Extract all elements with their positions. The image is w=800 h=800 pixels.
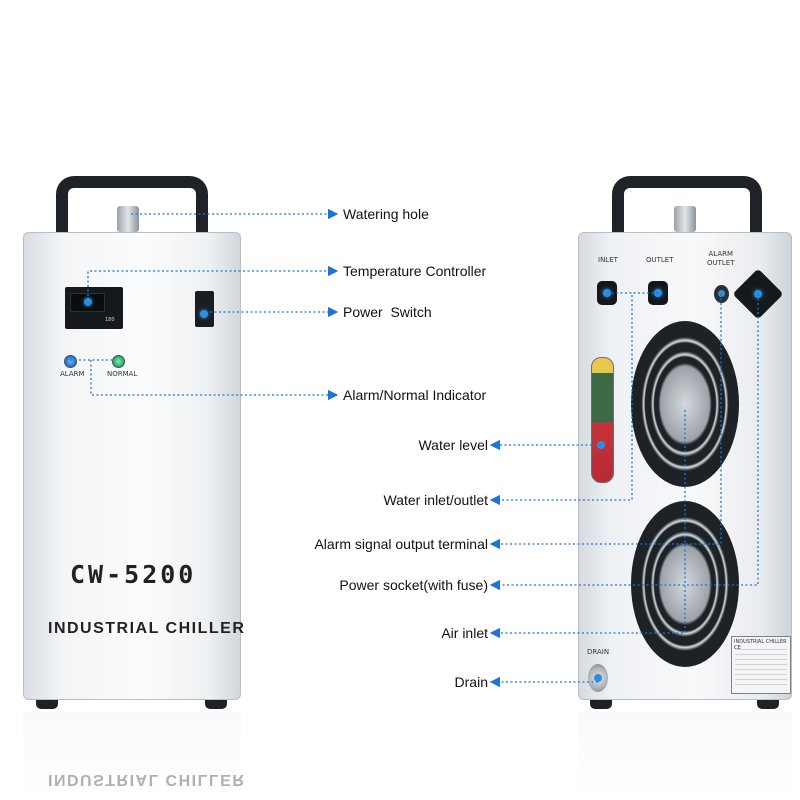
product-name: INDUSTRIAL CHILLER: [48, 620, 246, 637]
model-name: CW-5200: [70, 560, 197, 589]
back-watering-cap: [674, 206, 696, 232]
drain-label: DRAIN: [587, 648, 610, 656]
alarm-label: ALARM: [60, 370, 85, 378]
line-temperature-controller: [87, 265, 339, 296]
callout-power-socket: Power socket(with fuse): [339, 577, 488, 593]
callout-alarm-signal: Alarm signal output terminal: [314, 536, 488, 552]
front-handle: [56, 176, 208, 238]
back-foot-left: [590, 700, 612, 709]
nameplate-title: INDUSTRIAL CHILLER CE: [734, 639, 787, 651]
power-switch[interactable]: [195, 291, 214, 327]
callout-temperature-controller: Temperature Controller: [343, 263, 487, 279]
water-level-gauge: [591, 357, 614, 483]
nameplate: INDUSTRIAL CHILLER CE: [731, 636, 791, 694]
front-foot-left: [36, 700, 58, 709]
front-watering-cap: [117, 206, 139, 232]
line-alarm-normal-2: [90, 360, 339, 401]
outlet-label: OUTLET: [646, 256, 674, 264]
alarm-terminal-pointer-icon: [718, 290, 725, 297]
line-air-inlet: [489, 410, 686, 639]
power-switch-pointer-icon: [200, 310, 208, 318]
front-foot-right: [205, 700, 227, 709]
callout-drain: Drain: [454, 674, 488, 690]
callout-air-inlet: Air inlet: [441, 625, 488, 641]
callout-watering-hole: Watering hole: [343, 206, 429, 222]
back-reflection: [578, 712, 792, 800]
alarm-outlet-label: ALARM OUTLET: [707, 250, 735, 267]
line-water-inlet-outlet: [489, 292, 633, 506]
callout-water-level: Water level: [418, 437, 488, 453]
controller-mode-text: 180: [105, 317, 115, 323]
line-alarm-terminal: [489, 294, 722, 550]
drain-pointer-icon: [594, 674, 602, 682]
inlet-label: INLET: [598, 256, 618, 264]
callout-power-switch: Power Switch: [343, 304, 432, 320]
normal-label: NORMAL: [107, 370, 138, 378]
controller-pointer-icon: [84, 298, 92, 306]
drain-port: [588, 664, 608, 692]
nameplate-rows: [735, 649, 787, 689]
callout-alarm-normal: Alarm/Normal Indicator: [343, 387, 487, 403]
normal-indicator: [112, 355, 125, 368]
back-foot-right: [757, 700, 779, 709]
back-handle: [612, 176, 762, 238]
temperature-controller: 180: [65, 287, 123, 329]
alarm-indicator: [64, 355, 77, 368]
line-power-socket: [489, 294, 759, 591]
callout-water-inlet-outlet: Water inlet/outlet: [383, 492, 488, 508]
front-reflection: [23, 712, 241, 800]
